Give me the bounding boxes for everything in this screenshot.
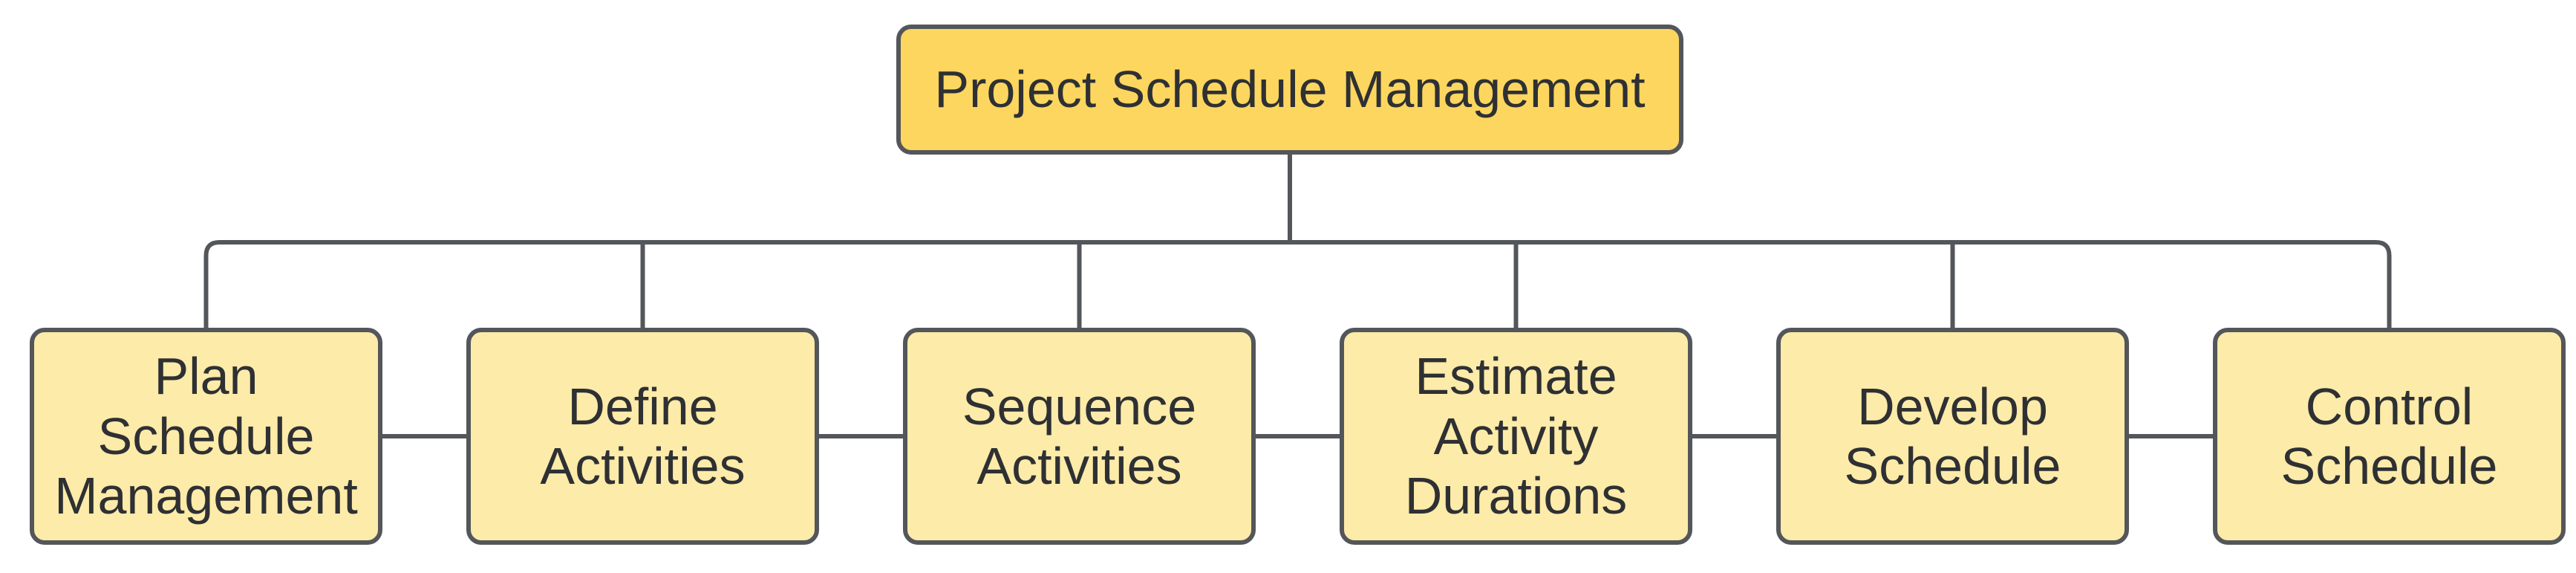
node-label: Define Activities [540, 377, 746, 496]
connector-path [203, 155, 2392, 438]
node-sequence-activities[interactable]: Sequence Activities [903, 328, 1256, 545]
node-label: Estimate Activity Durations [1404, 347, 1628, 525]
node-define-activities[interactable]: Define Activities [466, 328, 819, 545]
node-control-schedule[interactable]: Control Schedule [2213, 328, 2566, 545]
node-label: Sequence Activities [962, 377, 1197, 496]
node-label: Control Schedule [2280, 377, 2498, 496]
node-project-schedule-management[interactable]: Project Schedule Management [896, 25, 1683, 155]
node-plan-schedule-management[interactable]: Plan Schedule Management [30, 328, 382, 545]
node-label: Develop Schedule [1844, 377, 2061, 496]
node-develop-schedule[interactable]: Develop Schedule [1776, 328, 2129, 545]
node-estimate-activity-durations[interactable]: Estimate Activity Durations [1340, 328, 1692, 545]
node-label: Project Schedule Management [934, 60, 1646, 119]
node-label: Plan Schedule Management [54, 347, 358, 525]
